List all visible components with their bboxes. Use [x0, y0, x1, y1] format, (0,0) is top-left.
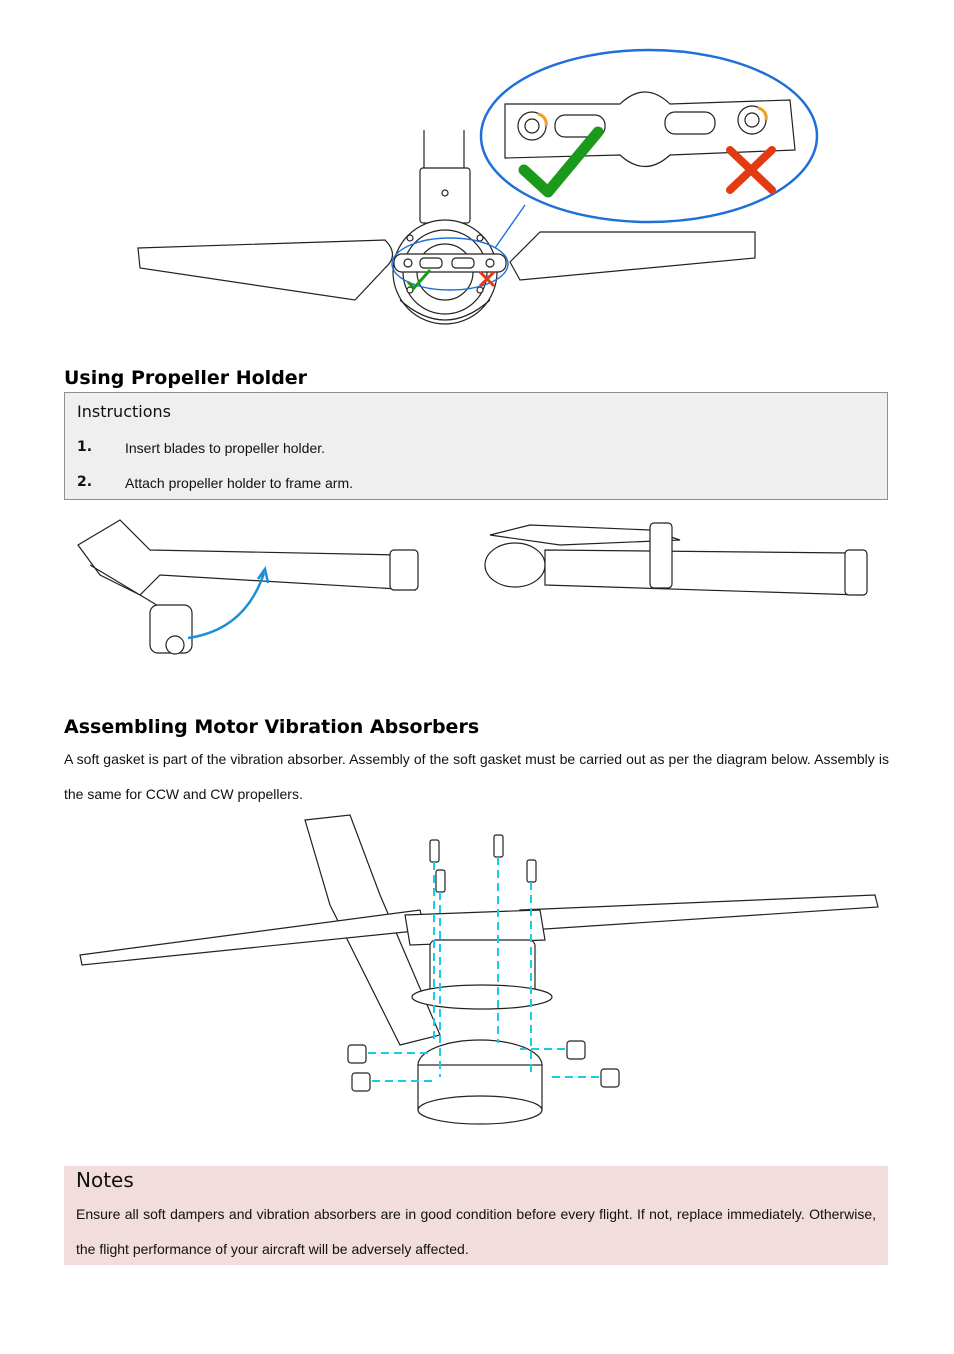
vibration-absorber-diagram	[79, 814, 879, 1125]
section-title-vibration-absorbers: Assembling Motor Vibration Absorbers	[64, 716, 480, 738]
instructions-box: Instructions 1. Insert blades to propell…	[64, 392, 888, 500]
step-number: 1.	[77, 439, 93, 455]
propeller-holder-diagram	[77, 519, 868, 655]
notes-body: Ensure all soft dampers and vibration ab…	[76, 1206, 876, 1257]
step-text: Attach propeller holder to frame arm.	[125, 475, 353, 491]
propeller-mount-diagram	[137, 48, 819, 325]
section-title-propeller-holder: Using Propeller Holder	[64, 367, 308, 389]
notes-box: Notes Ensure all soft dampers and vibrat…	[64, 1166, 888, 1265]
step-text: Insert blades to propeller holder.	[125, 440, 326, 456]
assembly-paragraph: A soft gasket is part of the vibration a…	[64, 751, 889, 802]
notes-title: Notes	[76, 1168, 134, 1192]
step-number: 2.	[77, 474, 93, 490]
instructions-title: Instructions	[77, 402, 171, 421]
